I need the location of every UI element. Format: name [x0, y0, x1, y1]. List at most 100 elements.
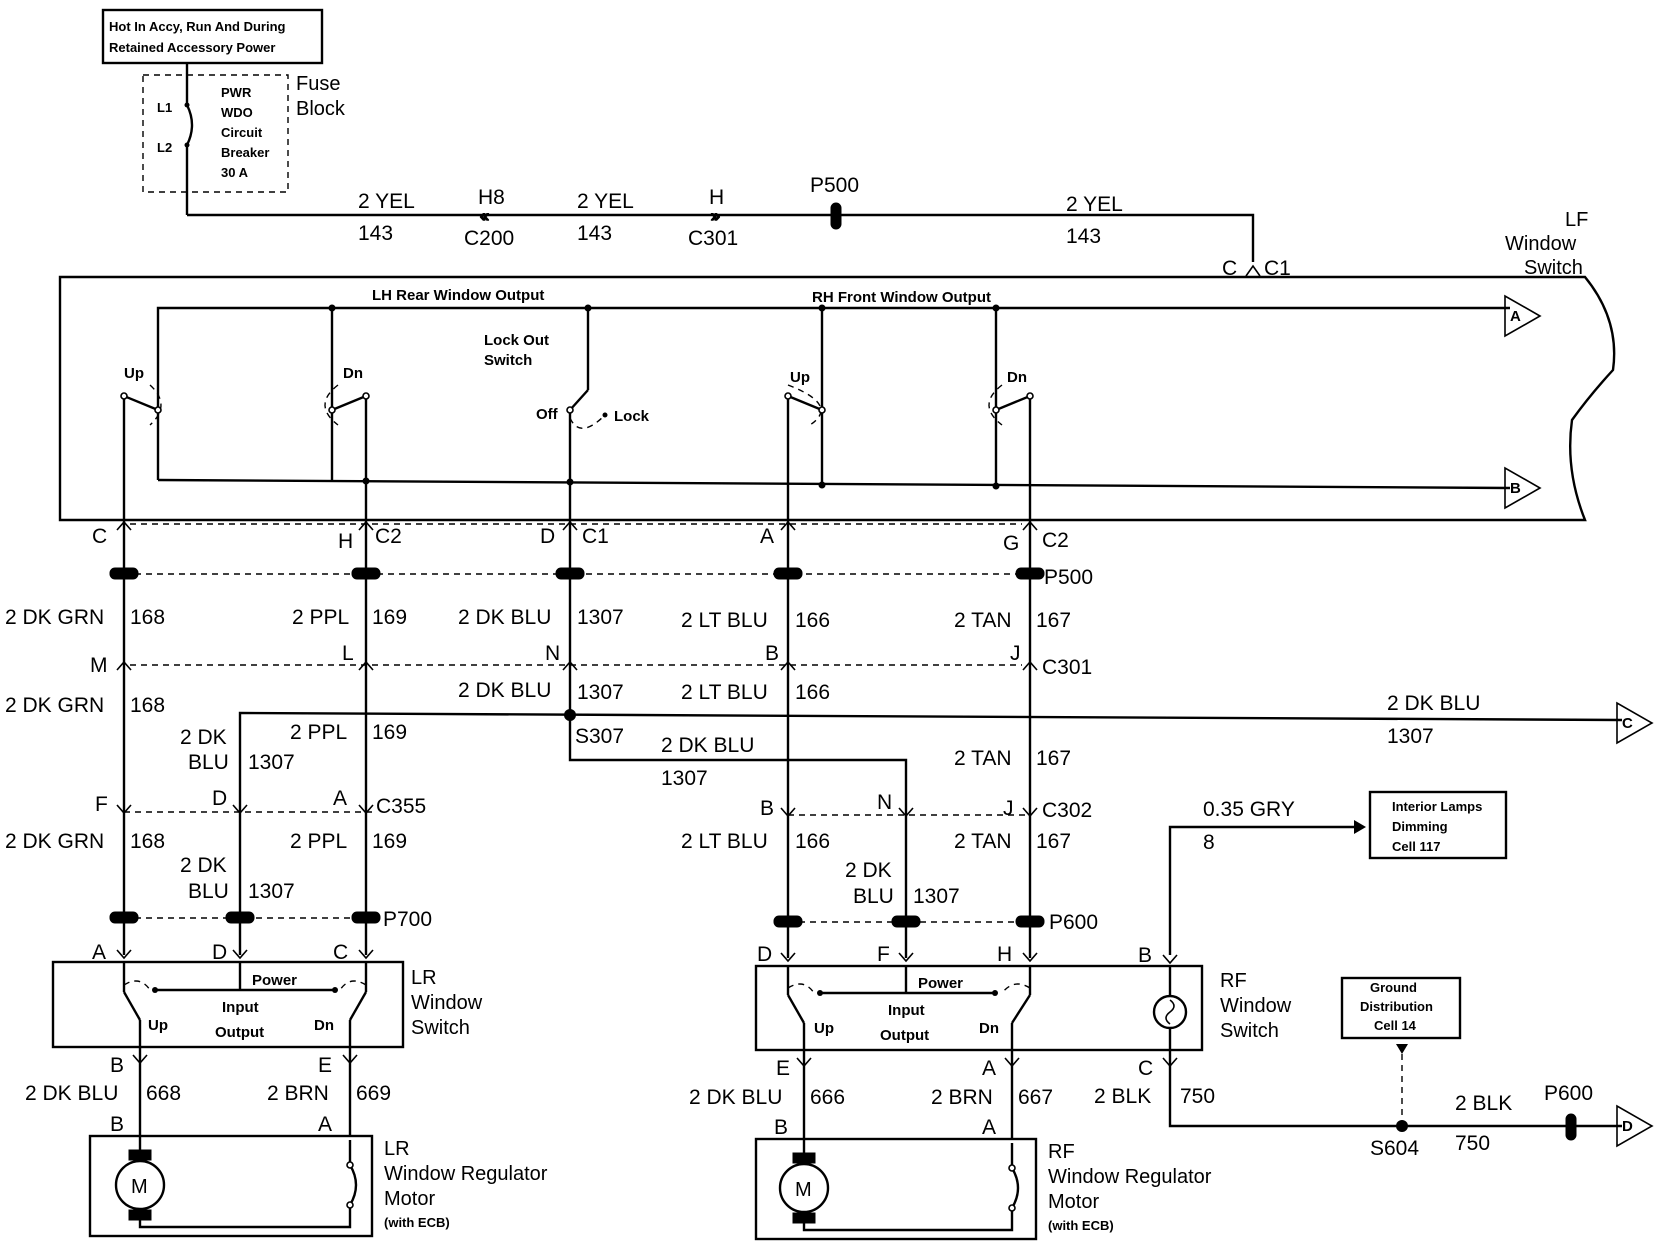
- connector-row-c2: C H C2 D C1 A G C2 P500: [92, 523, 1093, 589]
- main-verticals: [122, 520, 1032, 958]
- mid-rf-blu-color: 2 DK BLU: [661, 734, 754, 757]
- rf-motor-title-3: Motor: [1048, 1191, 1099, 1213]
- lr-motor-note: (with ECB): [384, 1215, 450, 1230]
- mid-rf-blu-number: 1307: [661, 767, 708, 790]
- upper-ltblu-color: 2 LT BLU: [681, 609, 768, 632]
- upper-grn-number: 168: [130, 606, 165, 629]
- lf-title-3: Switch: [1524, 257, 1583, 279]
- lr-motor-circuits: 2 DK BLU 668 2 BRN 669 B A: [25, 1047, 391, 1136]
- c2-pin-c: C: [92, 525, 107, 548]
- p700-name: P700: [383, 908, 432, 931]
- dimming-box-2: Dimming: [1392, 819, 1448, 834]
- lower-lr-blu-number: 1307: [248, 880, 295, 903]
- lower-lr-blu-color-2: BLU: [188, 880, 229, 903]
- power-note-line1: Hot In Accy, Run And During: [109, 19, 286, 34]
- mid-ppl-number: 169: [372, 721, 407, 744]
- c301-pin-m: M: [90, 654, 108, 677]
- dimming-box-3: Cell 117: [1392, 839, 1440, 854]
- ground-circuit: 2 BLK 750 S604 2 BLK 750 P600 D Ground D…: [1094, 976, 1654, 1160]
- feed-color-3: 2 YEL: [1066, 193, 1123, 216]
- lower-rf-blu-number: 1307: [913, 885, 960, 908]
- mid-blu-center-color: 2 DK BLU: [458, 679, 551, 702]
- lr-motor-symbol-icon: [114, 1159, 166, 1211]
- lr-motor-circuit-2-number: 669: [356, 1082, 391, 1105]
- fuse-block-label-1: Fuse: [296, 73, 340, 95]
- rf-window-switch: RF Window Switch Power Input Output Up D…: [754, 964, 1292, 1080]
- fuse-block-label-2: Block: [296, 98, 346, 120]
- lr-up-label: Up: [148, 1017, 168, 1034]
- c301-feed-pin: H: [709, 186, 724, 209]
- splice-s604: S604: [1370, 1137, 1419, 1160]
- c2-left-name: C2: [375, 525, 402, 548]
- upper-ltblu-number: 166: [795, 609, 830, 632]
- mid-ppl-color: 2 PPL: [290, 721, 347, 744]
- c2-pin-g: G: [1003, 532, 1019, 555]
- rf-input-label: Input: [888, 1002, 925, 1019]
- rf-motor-circuit-2-number: 667: [1018, 1086, 1053, 1109]
- lr-motor-title-3: Motor: [384, 1188, 435, 1210]
- c355-pin-f: F: [95, 793, 108, 816]
- splice-s307: S307: [575, 725, 624, 748]
- rf-motor-pin-a: A: [982, 1116, 996, 1139]
- c302-pin-j: J: [1003, 797, 1014, 820]
- connector-row-c301: M L N B J C301: [90, 642, 1092, 679]
- feed-number-3: 143: [1066, 225, 1101, 248]
- mid-lr-blu-number: 1307: [248, 751, 295, 774]
- feed-color-1: 2 YEL: [358, 190, 415, 213]
- c301-pin-n: N: [545, 642, 560, 665]
- lf-up-label-1: Up: [124, 365, 144, 382]
- lr-switch-pin-b: B: [110, 1054, 124, 1077]
- lockout-label-1: Lock Out: [484, 332, 549, 349]
- mid-blu-out-color: 2 DK BLU: [1387, 692, 1480, 715]
- lockout-off-label: Off: [536, 406, 559, 423]
- lf-window-switch: LF Window Switch LH Rear Window Output R…: [58, 209, 1616, 522]
- lower-ppl-color: 2 PPL: [290, 830, 347, 853]
- lr-dn-label: Dn: [314, 1017, 334, 1034]
- p600-pin-h: H: [997, 943, 1012, 966]
- c301-pin-j: J: [1010, 642, 1021, 665]
- mid-grn-color: 2 DK GRN: [5, 694, 104, 717]
- ground-out-number: 750: [1455, 1132, 1490, 1155]
- p500-name: P500: [1044, 566, 1093, 589]
- p700-pin-d: D: [212, 941, 227, 964]
- lower-ltblu-number: 166: [795, 830, 830, 853]
- mid-ltblu-number: 166: [795, 681, 830, 704]
- ground-color: 2 BLK: [1094, 1085, 1151, 1108]
- rf-switch-pin-a: A: [982, 1057, 996, 1080]
- lr-switch-title-3: Switch: [411, 1017, 470, 1039]
- ground-connector-p600: P600: [1544, 1082, 1593, 1105]
- lr-motor-circuit-2-color: 2 BRN: [267, 1082, 329, 1105]
- breaker-line-4: Breaker: [221, 145, 269, 160]
- power-note: Hot In Accy, Run And During Retained Acc…: [101, 8, 324, 65]
- lower-grn-number: 168: [130, 830, 165, 853]
- c1-pin-d: D: [540, 525, 555, 548]
- upper-blu-color: 2 DK BLU: [458, 606, 551, 629]
- lr-motor-title-2: Window Regulator: [384, 1163, 548, 1185]
- lower-tan-number: 167: [1036, 830, 1071, 853]
- rf-switch-title-3: Switch: [1220, 1020, 1279, 1042]
- c301-feed-name: C301: [688, 227, 738, 250]
- c200-pin: H8: [478, 186, 505, 209]
- rf-motor-circuit-1-color: 2 DK BLU: [689, 1086, 782, 1109]
- c302-pin-n: N: [877, 791, 892, 814]
- rf-motor-circuit-2-color: 2 BRN: [931, 1086, 993, 1109]
- lr-motor-symbol: M: [131, 1176, 148, 1198]
- p700-pin-c: C: [333, 941, 348, 964]
- lower-grn-color: 2 DK GRN: [5, 830, 104, 853]
- connector-p700-p600: P700 P600 A D C D F H B: [92, 908, 1178, 967]
- lockout-lock-label: Lock: [614, 408, 650, 425]
- dimming-box-1: Interior Lamps: [1392, 799, 1482, 814]
- rf-switch-title-1: RF: [1220, 970, 1247, 992]
- c1-feed-pin: C: [1222, 257, 1237, 280]
- rf-up-label: Up: [814, 1020, 834, 1037]
- lr-motor-pin-a: A: [318, 1113, 332, 1136]
- lower-rf-blu-color-2: BLU: [853, 885, 894, 908]
- dimming-number: 8: [1203, 831, 1215, 854]
- ground-number: 750: [1180, 1085, 1215, 1108]
- lr-motor-circuit-1-number: 668: [146, 1082, 181, 1105]
- lr-input-label: Input: [222, 999, 259, 1016]
- c301-pin-l: L: [342, 642, 354, 665]
- rf-motor-symbol-icon: [778, 1162, 830, 1214]
- upper-ppl-number: 169: [372, 606, 407, 629]
